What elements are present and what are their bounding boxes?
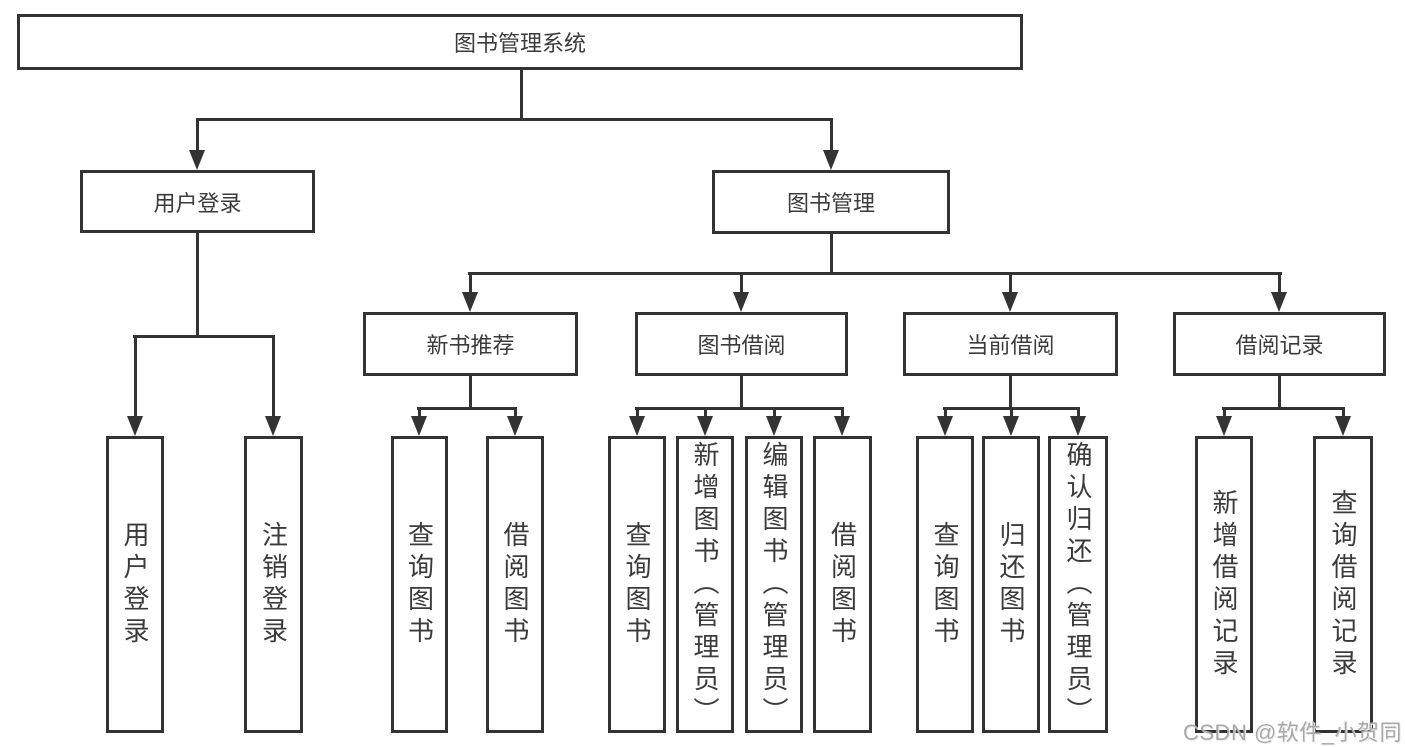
node-new-book-recommend: 新书推荐 xyxy=(363,312,578,376)
connector-line xyxy=(944,407,947,418)
connector-line xyxy=(196,118,199,152)
connector-line xyxy=(841,407,844,418)
arrow-down-icon xyxy=(823,150,839,170)
connector-line xyxy=(1222,407,1345,410)
leaf-add-borrow-record: 新增借阅记录 xyxy=(1195,436,1253,733)
arrow-down-icon xyxy=(189,150,205,170)
connector-line xyxy=(635,407,844,410)
leaf-query-books-current: 查询图书 xyxy=(916,436,974,733)
connector-line xyxy=(830,234,833,275)
leaf-query-borrow-record: 查询借阅记录 xyxy=(1313,436,1373,733)
connector-line xyxy=(196,233,199,338)
connector-line xyxy=(1077,407,1080,418)
arrow-down-icon xyxy=(1335,416,1351,436)
leaf-add-books-admin: 新增图书（管理员） xyxy=(676,436,734,733)
connector-line xyxy=(520,70,523,118)
connector-line xyxy=(133,335,275,338)
arrow-down-icon xyxy=(265,416,281,436)
leaf-query-books-borrow: 查询图书 xyxy=(608,436,666,733)
connector-line xyxy=(1009,272,1012,294)
leaf-logout: 注销登录 xyxy=(244,436,303,733)
arrow-down-icon xyxy=(1070,416,1086,436)
connector-line xyxy=(417,407,517,410)
connector-line xyxy=(773,407,776,418)
connector-line xyxy=(1278,376,1281,410)
leaf-confirm-return-admin: 确认归还（管理员） xyxy=(1048,436,1108,733)
arrow-down-icon xyxy=(937,416,953,436)
arrow-down-icon xyxy=(1271,292,1287,312)
connector-line xyxy=(197,118,833,121)
arrow-down-icon xyxy=(1003,416,1019,436)
arrow-down-icon xyxy=(1002,292,1018,312)
arrow-down-icon xyxy=(127,416,143,436)
leaf-borrow-books-recommend: 借阅图书 xyxy=(486,436,544,733)
arrow-down-icon xyxy=(733,292,749,312)
connector-line xyxy=(1278,272,1281,294)
arrow-down-icon xyxy=(697,416,713,436)
arrow-down-icon xyxy=(507,416,523,436)
leaf-query-books-recommend: 查询图书 xyxy=(391,436,448,733)
connector-line xyxy=(1009,376,1012,410)
connector-line xyxy=(514,407,517,418)
arrow-down-icon xyxy=(766,416,782,436)
connector-line xyxy=(134,335,137,418)
leaf-user-login: 用户登录 xyxy=(106,436,164,733)
node-user-login: 用户登录 xyxy=(80,170,315,233)
node-book-management: 图书管理 xyxy=(712,170,950,234)
connector-line xyxy=(636,407,639,418)
watermark: CSDN @软件_小贺同学 xyxy=(1183,720,1403,745)
connector-line xyxy=(830,118,833,152)
connector-line xyxy=(1223,407,1226,418)
leaf-edit-books-admin: 编辑图书（管理员） xyxy=(745,436,803,733)
leaf-borrow-books: 借阅图书 xyxy=(813,436,872,733)
arrow-down-icon xyxy=(629,416,645,436)
connector-line xyxy=(1010,407,1013,418)
connector-line xyxy=(272,335,275,418)
arrow-down-icon xyxy=(462,292,478,312)
connector-line xyxy=(740,376,743,410)
leaf-return-books: 归还图书 xyxy=(982,436,1040,733)
arrow-down-icon xyxy=(834,416,850,436)
connector-line xyxy=(468,272,1282,275)
node-current-borrow: 当前借阅 xyxy=(903,312,1118,376)
arrow-down-icon xyxy=(411,416,427,436)
node-book-borrow: 图书借阅 xyxy=(635,312,848,376)
node-root-system: 图书管理系统 xyxy=(17,14,1023,70)
connector-line xyxy=(469,376,472,410)
connector-line xyxy=(704,407,707,418)
connector-line xyxy=(1342,407,1345,418)
connector-line xyxy=(469,272,472,294)
connector-line xyxy=(740,272,743,294)
node-borrow-records: 借阅记录 xyxy=(1173,312,1386,376)
arrow-down-icon xyxy=(1216,416,1232,436)
connector-line xyxy=(418,407,421,418)
